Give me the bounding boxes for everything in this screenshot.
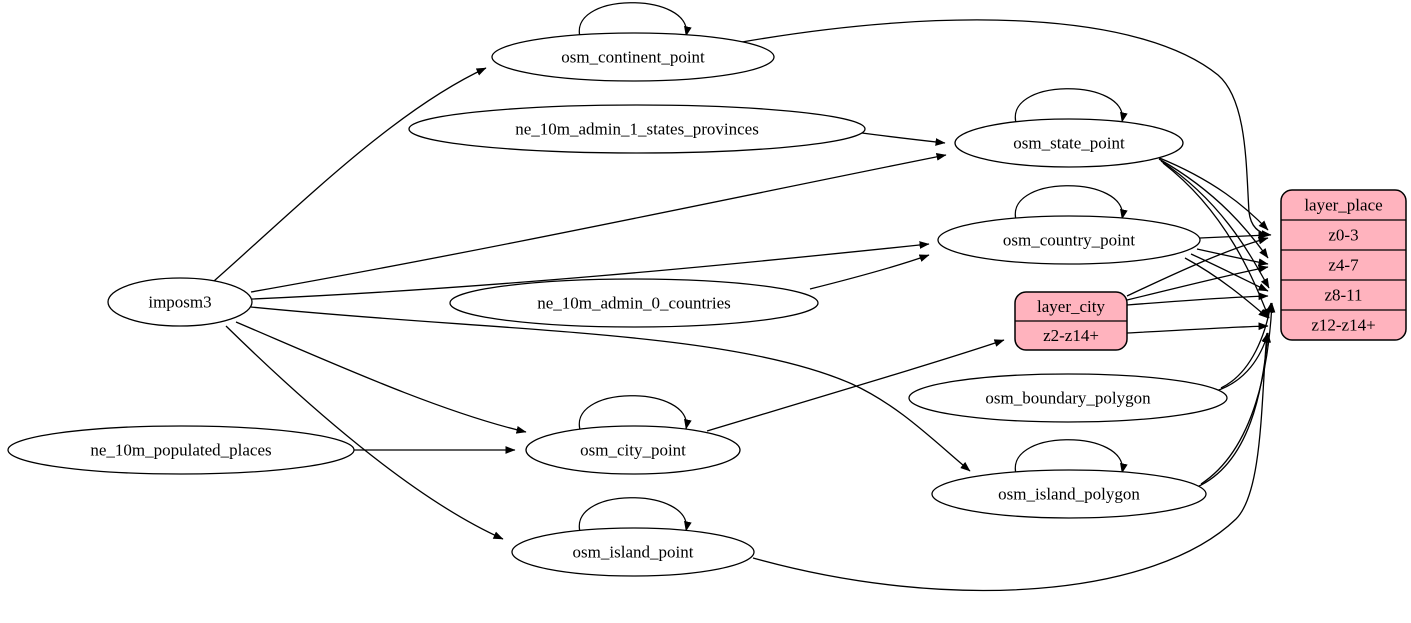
record-row-layer_place-z4-7: z4-7 (1328, 256, 1359, 275)
self-loop-osm_continent_point (578, 2, 692, 41)
edge-osm_state_point-to-layer_place:z8-11 (1160, 160, 1270, 289)
edge-ne_10m_admin_0_countries-to-osm_country_point (809, 254, 930, 290)
node-osm_boundary_polygon: osm_boundary_polygon (908, 373, 1228, 423)
edge-osm_country_point-to-layer_place:z8-11 (1190, 253, 1269, 292)
edge-imposm3-to-osm_city_point (235, 321, 527, 434)
edge-layer_city-to-layer_place:z12-z14+ (1126, 322, 1269, 334)
record-header-layer_city-layer_city: layer_city (1037, 297, 1105, 316)
record-row-layer_place-z8-11: z8-11 (1324, 286, 1362, 305)
node-layer_place: layer_place z0-3 z4-7 z8-11 z12-z14+ (1280, 189, 1407, 341)
self-loop-osm_island_polygon (1014, 439, 1128, 478)
record-header-layer_place-layer_place: layer_place (1304, 196, 1382, 215)
edge-imposm3-to-osm_island_polygon (250, 306, 971, 472)
edge-osm_island_polygon-to-layer_place:z8-11 (1200, 302, 1276, 485)
node-osm_country_point: osm_country_point (937, 215, 1201, 265)
node-label-ne_10m_admin_0_countries: ne_10m_admin_0_countries (537, 294, 731, 313)
node-label-ne_10m_populated_places: ne_10m_populated_places (90, 441, 271, 460)
edge-osm_state_point-to-layer_place:z4-7 (1158, 158, 1269, 259)
node-osm_city_point: osm_city_point (525, 425, 741, 475)
self-loop-osm_state_point (1014, 88, 1128, 127)
node-ne_10m_admin_1_states_provinces: ne_10m_admin_1_states_provinces (408, 104, 866, 154)
node-label-imposm3: imposm3 (148, 293, 211, 312)
edge-osm_island_point-to-layer_place:z12-z14+ (752, 332, 1271, 592)
node-osm_island_polygon: osm_island_polygon (931, 469, 1207, 519)
self-loop-osm_country_point (1014, 185, 1128, 224)
edge-ne_10m_admin_1_states_provinces-to-osm_state_point (861, 132, 946, 146)
edges-layer (213, 2, 1276, 592)
node-osm_island_point: osm_island_point (511, 527, 755, 577)
edge-osm_country_point-to-layer_place:z0-3 (1199, 231, 1269, 240)
node-label-osm_island_point: osm_island_point (573, 543, 694, 562)
edge-imposm3-to-osm_country_point (251, 241, 930, 300)
node-imposm3: imposm3 (107, 277, 253, 327)
node-label-osm_city_point: osm_city_point (580, 441, 686, 460)
node-ne_10m_populated_places: ne_10m_populated_places (7, 425, 355, 475)
node-label-ne_10m_admin_1_states_provinces: ne_10m_admin_1_states_provinces (515, 120, 759, 139)
node-label-osm_island_polygon: osm_island_polygon (998, 485, 1140, 504)
edge-layer_city-to-layer_place:z0-3 (1126, 236, 1269, 297)
edge-imposm3-to-osm_continent_point (213, 67, 487, 282)
edge-osm_state_point-to-layer_place:z0-3 (1156, 156, 1269, 231)
edge-osm_continent_point-to-layer_place:z0-3 (741, 19, 1272, 238)
record-row-layer_place-z0-3: z0-3 (1328, 226, 1358, 245)
node-osm_state_point: osm_state_point (954, 118, 1184, 168)
node-ne_10m_admin_0_countries: ne_10m_admin_0_countries (449, 278, 819, 328)
edge-osm_country_point-to-layer_place:z12-z14+ (1184, 257, 1269, 319)
node-label-osm_continent_point: osm_continent_point (561, 48, 705, 67)
edge-imposm3-to-osm_island_point (225, 325, 504, 540)
record-row-layer_place-z12-z14+: z12-z14+ (1311, 316, 1375, 335)
edge-layer_city-to-layer_place:z8-11 (1126, 292, 1269, 306)
edge-osm_boundary_polygon-to-layer_place:z8-11 (1220, 302, 1274, 389)
record-row-layer_city-z2-z14+: z2-z14+ (1043, 326, 1099, 345)
edge-osm_state_point-to-layer_place:z12-z14+ (1162, 162, 1270, 319)
node-label-osm_state_point: osm_state_point (1013, 134, 1125, 153)
node-label-osm_boundary_polygon: osm_boundary_polygon (985, 389, 1151, 408)
self-loop-osm_city_point (578, 395, 692, 434)
edge-imposm3-to-osm_state_point (250, 153, 947, 293)
nodes-layer: imposm3 ne_10m_populated_places osm_contin… (7, 32, 1407, 577)
node-osm_continent_point: osm_continent_point (491, 32, 775, 82)
edge-osm_city_point-to-layer_city:z2-z14+ (706, 339, 1005, 432)
edge-layer_city-to-layer_place:z4-7 (1126, 264, 1269, 301)
node-label-osm_country_point: osm_country_point (1003, 231, 1135, 250)
node-layer_city: layer_city z2-z14+ (1014, 291, 1128, 351)
edge-osm_country_point-to-layer_place:z4-7 (1196, 248, 1269, 267)
self-loop-osm_island_point (578, 497, 692, 536)
